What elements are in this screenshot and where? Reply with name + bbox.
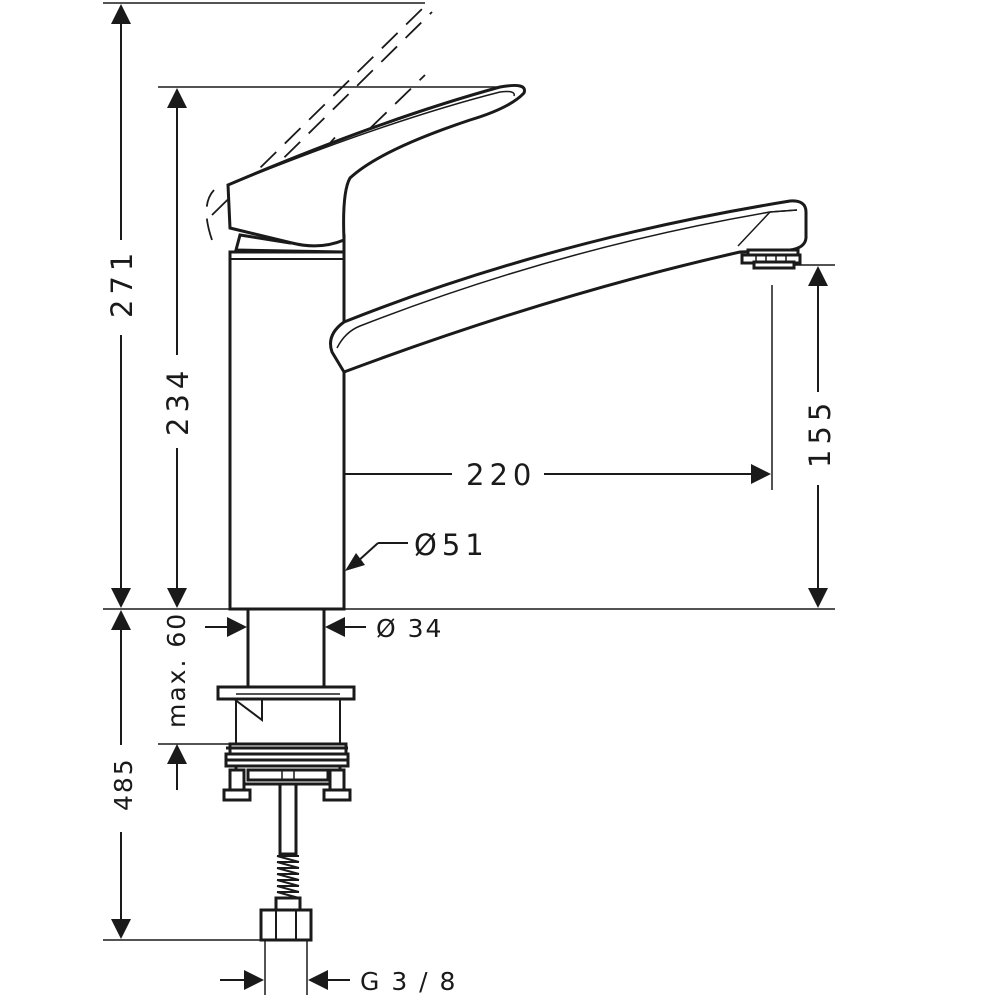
- dimension-220-label: 220: [466, 458, 536, 492]
- dimension-271-label: 271: [105, 248, 139, 318]
- dimension-hose-length: 485: [109, 610, 138, 939]
- dimension-34-label: Ø 34: [376, 614, 443, 643]
- dimension-connection: G 3 / 8: [220, 967, 457, 996]
- dimension-51-label: Ø51: [414, 528, 489, 562]
- dimension-234-label: 234: [161, 366, 195, 436]
- dimension-155-label: 155: [803, 398, 837, 468]
- mounting-assembly: [216, 607, 356, 802]
- dimension-485-label: 485: [109, 757, 138, 811]
- faucet-body: [228, 233, 346, 611]
- dimension-outlet-height: 155: [803, 266, 837, 608]
- dimension-spout-reach: 220: [287, 458, 771, 492]
- aerator: [740, 248, 802, 270]
- dimension-spout-height: 234: [161, 88, 195, 608]
- dimension-max60-label: max. 60: [162, 612, 191, 728]
- lever-handle: [226, 84, 526, 248]
- supply-hose: [259, 782, 313, 942]
- dimension-g38-label: G 3 / 8: [360, 967, 457, 996]
- dimension-total-height: 271: [105, 4, 139, 608]
- extension-lines: [103, 2, 835, 995]
- dimension-max-thickness: max. 60: [162, 612, 191, 790]
- faucet-spout: [329, 199, 808, 374]
- dimension-body-diameter: Ø51: [345, 528, 489, 571]
- dimension-shank-diameter: Ø 34: [205, 614, 443, 643]
